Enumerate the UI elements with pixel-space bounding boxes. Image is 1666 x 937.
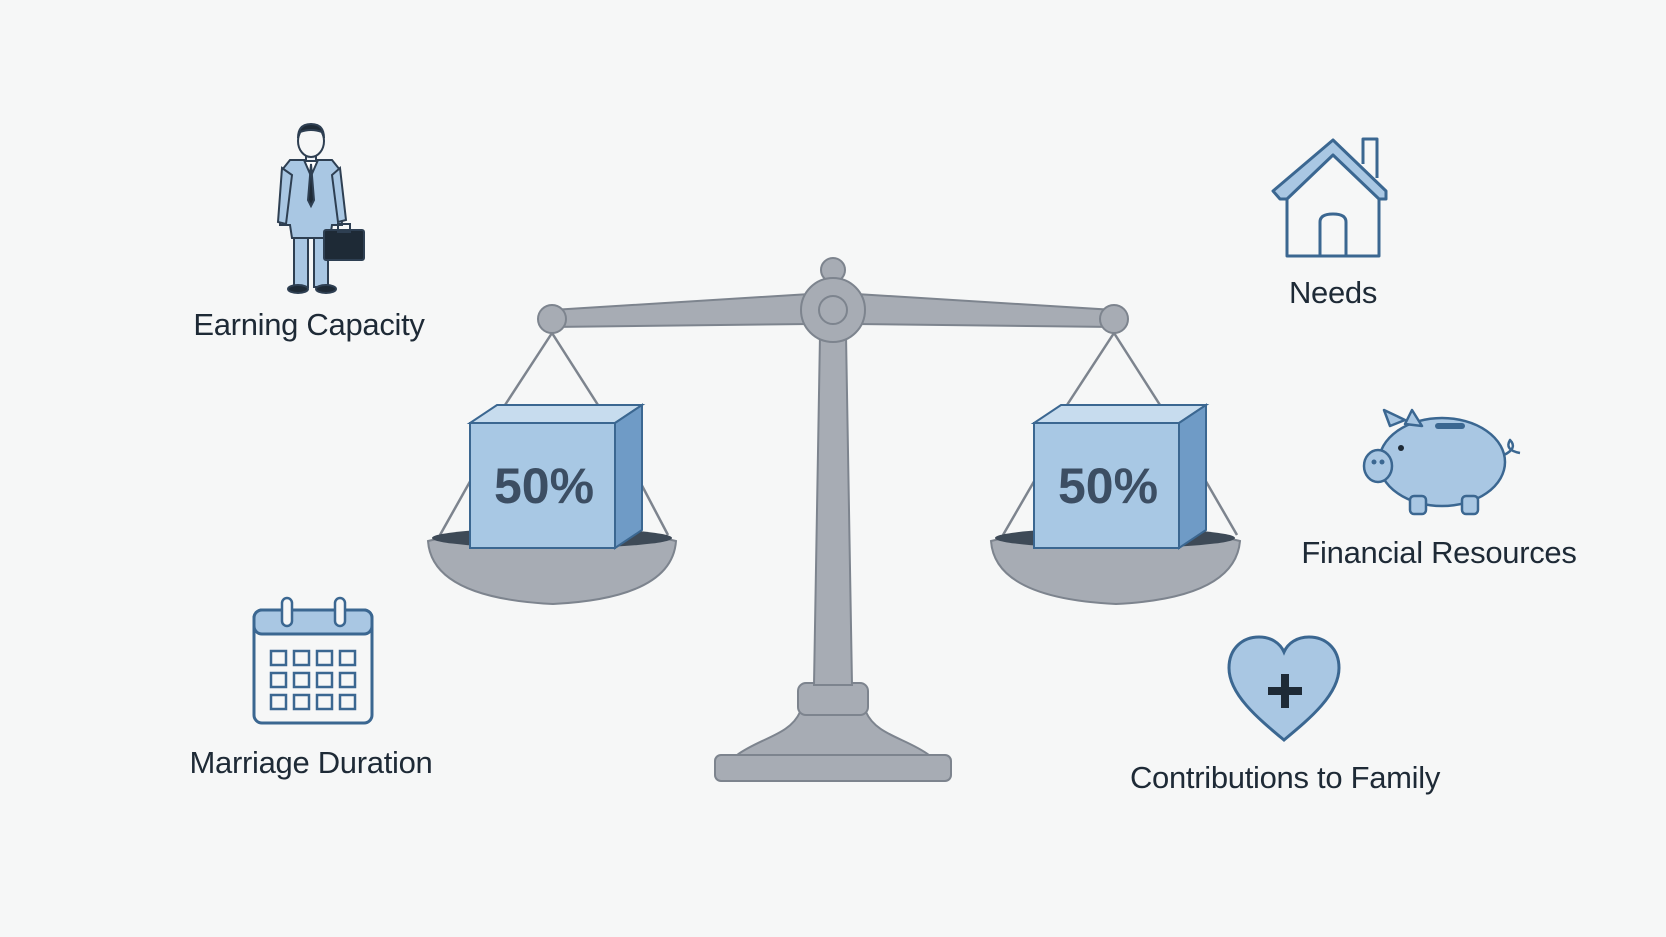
right-weight-box: 50% xyxy=(1030,403,1210,550)
left-weight-label: 50% xyxy=(494,458,594,514)
needs-label: Needs xyxy=(1288,275,1378,310)
contributions-to-family-label: Contributions to Family xyxy=(1129,760,1441,795)
businessman-icon xyxy=(276,122,365,294)
balance-scale: 50% 50% xyxy=(426,257,1242,782)
house-icon xyxy=(1271,137,1388,258)
scale-pivot-inner xyxy=(818,295,848,325)
earning-capacity-label: Earning Capacity xyxy=(193,307,425,342)
scale-base-bell xyxy=(733,711,933,756)
scale-collar xyxy=(797,682,869,716)
marriage-duration-label: Marriage Duration xyxy=(189,745,433,780)
scale-base xyxy=(714,754,952,782)
piggy-bank-icon xyxy=(1362,408,1521,516)
right-weight-label: 50% xyxy=(1058,458,1158,514)
scale-right-end xyxy=(1099,304,1129,334)
scale-left-end xyxy=(537,304,567,334)
right-chains xyxy=(1001,332,1239,536)
financial-resources-label: Financial Resources xyxy=(1301,535,1577,570)
scale-pillar xyxy=(812,334,854,686)
left-weight-box: 50% xyxy=(466,403,646,550)
heart-plus-icon xyxy=(1227,635,1341,742)
calendar-icon xyxy=(252,596,374,725)
